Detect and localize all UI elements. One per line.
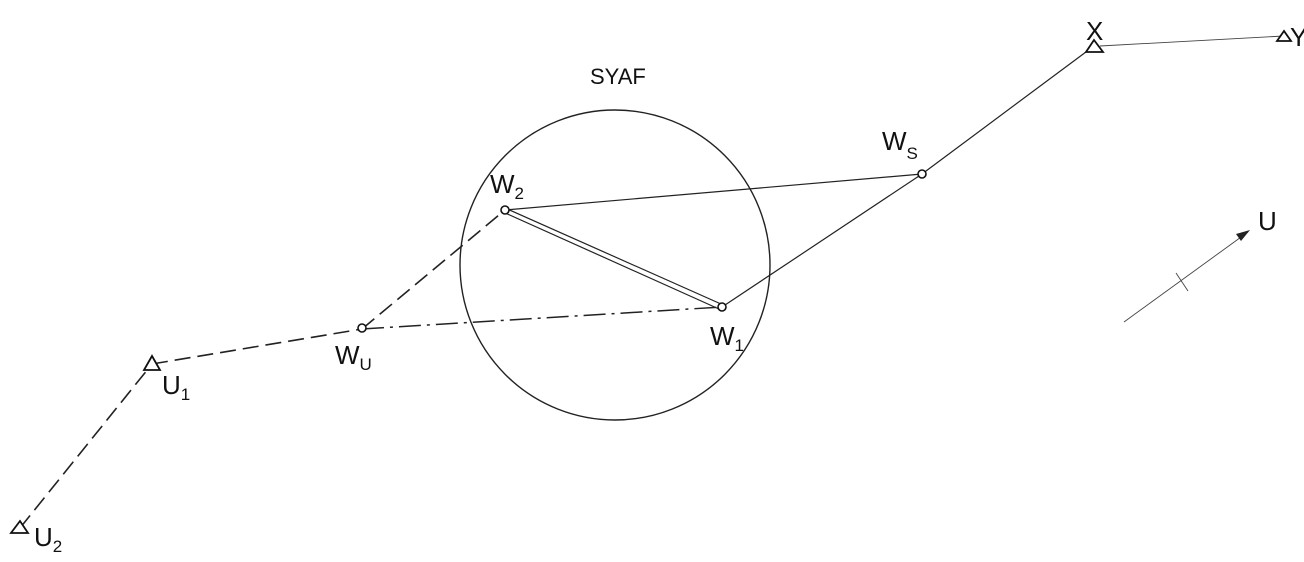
point-ws <box>917 169 927 179</box>
line-w2-ws <box>504 173 923 211</box>
baseline-w2-w1-a <box>504 207 722 305</box>
point-w2 <box>500 205 510 215</box>
label-w2: W2 <box>490 169 524 203</box>
label-u2: U2 <box>34 522 62 556</box>
label-ws: WS <box>882 126 918 163</box>
line-u2-u1 <box>19 363 153 529</box>
control-point-y-triangle <box>1275 29 1293 42</box>
line-wu-w1 <box>361 306 723 330</box>
u-direction-label: U <box>1258 206 1277 236</box>
label-wu: WU <box>335 340 372 374</box>
baseline-w2-w1-b <box>502 211 720 310</box>
control-point-u2-triangle <box>9 519 30 534</box>
line-w1-ws <box>721 173 923 308</box>
control-point-x-triangle <box>1084 38 1105 53</box>
line-ws-x <box>921 45 1095 175</box>
point-w1 <box>717 302 727 312</box>
line-wu-w2 <box>361 209 506 330</box>
control-point-u1-triangle <box>142 354 162 371</box>
label-y: Y <box>1290 22 1304 52</box>
label-x: X <box>1086 16 1103 46</box>
line-u1-wu <box>151 328 363 365</box>
point-wu <box>357 323 367 333</box>
syaf-circle <box>459 109 771 421</box>
u-direction-tick <box>1175 272 1189 292</box>
label-w1: W1 <box>710 321 744 355</box>
u-direction-line <box>1123 231 1249 323</box>
label-u1: U1 <box>162 370 190 404</box>
syaf-title: SYAF <box>590 64 646 89</box>
u-direction-arrowhead <box>1236 230 1250 241</box>
line-x-y <box>1099 35 1285 47</box>
